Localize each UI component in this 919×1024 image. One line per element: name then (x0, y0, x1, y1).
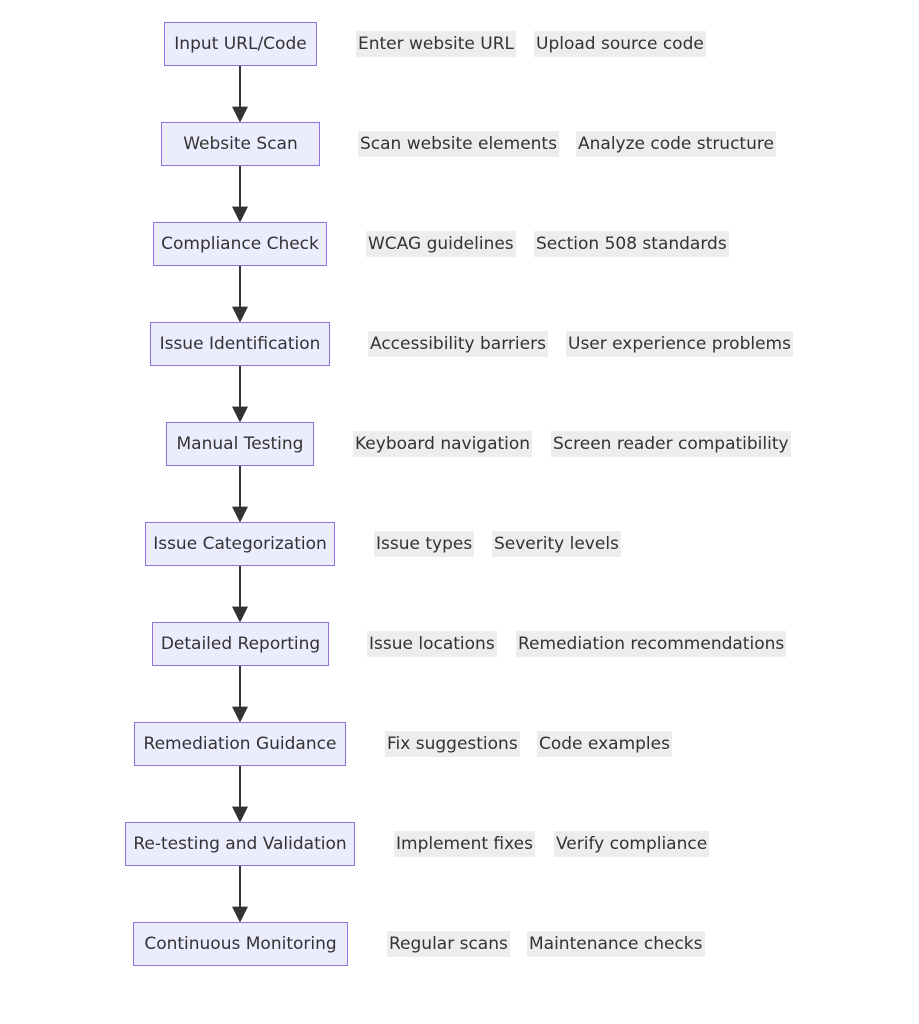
step-node-website-scan[interactable]: Website Scan (161, 122, 320, 166)
step-detail: WCAG guidelines (366, 231, 516, 257)
step-detail: Severity levels (492, 531, 621, 557)
step-detail: Verify compliance (554, 831, 710, 857)
step-detail: Keyboard navigation (353, 431, 533, 457)
step-detail: Regular scans (387, 931, 510, 957)
step-node-input-url-code[interactable]: Input URL/Code (164, 22, 317, 66)
step-detail: Scan website elements (358, 131, 559, 157)
step-detail: Implement fixes (394, 831, 535, 857)
step-label: Issue Categorization (153, 534, 327, 554)
step-detail: Section 508 standards (534, 231, 729, 257)
step-label: Input URL/Code (174, 34, 307, 54)
step-detail: Maintenance checks (527, 931, 705, 957)
step-detail: Code examples (537, 731, 672, 757)
step-detail: Analyze code structure (576, 131, 776, 157)
step-detail: Enter website URL (356, 31, 517, 57)
step-node-re-testing-and-validation[interactable]: Re-testing and Validation (125, 822, 355, 866)
step-node-compliance-check[interactable]: Compliance Check (153, 222, 327, 266)
step-detail: User experience problems (566, 331, 793, 357)
step-node-continuous-monitoring[interactable]: Continuous Monitoring (133, 922, 348, 966)
step-label: Website Scan (183, 134, 298, 154)
step-node-remediation-guidance[interactable]: Remediation Guidance (134, 722, 346, 766)
step-detail: Issue types (374, 531, 475, 557)
step-detail: Accessibility barriers (368, 331, 548, 357)
step-label: Manual Testing (176, 434, 304, 454)
step-node-detailed-reporting[interactable]: Detailed Reporting (152, 622, 329, 666)
step-node-issue-categorization[interactable]: Issue Categorization (145, 522, 335, 566)
step-label: Continuous Monitoring (144, 934, 337, 954)
step-label: Remediation Guidance (143, 734, 337, 754)
step-detail: Remediation recommendations (516, 631, 787, 657)
step-detail: Fix suggestions (385, 731, 520, 757)
step-label: Detailed Reporting (160, 634, 321, 654)
step-detail: Issue locations (367, 631, 497, 657)
step-label: Compliance Check (161, 234, 319, 254)
step-label: Re-testing and Validation (133, 834, 347, 854)
step-detail: Upload source code (534, 31, 706, 57)
step-label: Issue Identification (159, 334, 321, 354)
step-detail: Screen reader compatibility (551, 431, 791, 457)
step-node-manual-testing[interactable]: Manual Testing (166, 422, 314, 466)
step-node-issue-identification[interactable]: Issue Identification (150, 322, 330, 366)
